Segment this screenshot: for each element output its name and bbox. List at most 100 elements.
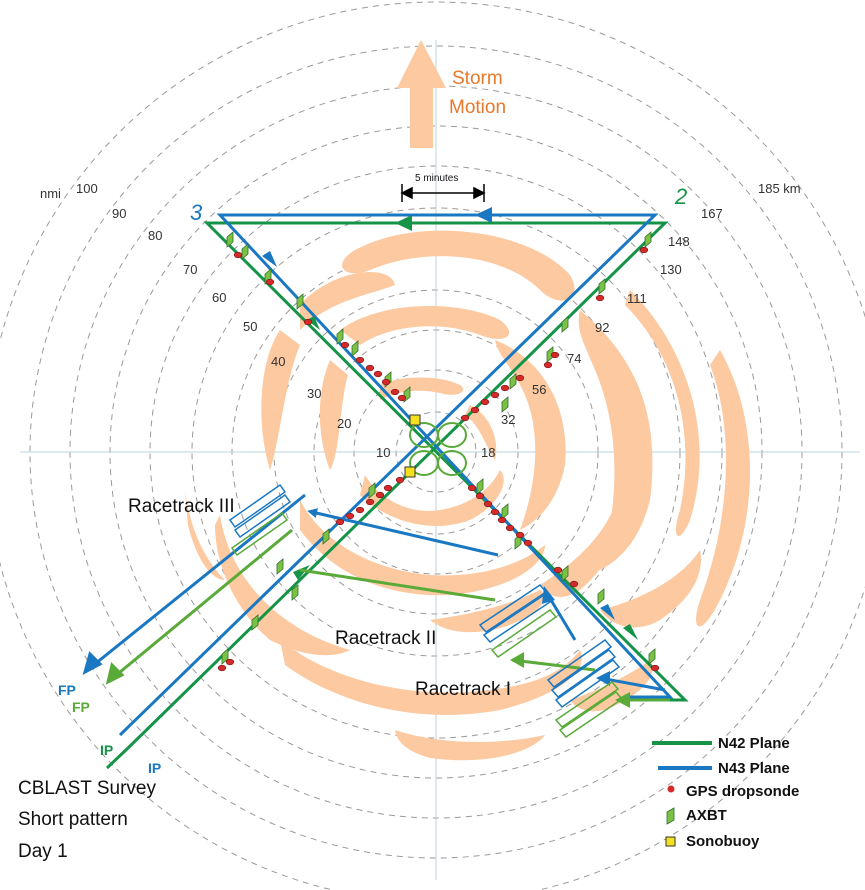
dropsonde-marker: [345, 512, 355, 520]
km-ring-111: 111: [627, 291, 647, 306]
axbt-marker: [561, 316, 569, 333]
caption-line-3: Day 1: [18, 841, 68, 862]
storm-motion-label-2: Motion: [449, 97, 506, 118]
legend-n43-label: N43 Plane: [718, 760, 790, 777]
dropsonde-marker: [497, 516, 507, 524]
legend-dropsonde-swatch: [667, 785, 675, 793]
axbt-marker: [276, 558, 284, 575]
caption-line-1: CBLAST Survey: [18, 778, 156, 799]
nmi-ring-80: 80: [148, 228, 162, 243]
axbt-marker: [296, 293, 304, 310]
racetrack-ovals: [228, 483, 624, 738]
nmi-ring-90: 90: [112, 206, 126, 221]
sonobuoy-marker: [409, 414, 421, 426]
waypoint-3: 3: [190, 200, 203, 225]
caption-line-2: Short pattern: [18, 809, 128, 830]
dropsonde-marker: [365, 498, 375, 506]
axbt-marker: [561, 565, 569, 582]
axbt-marker: [598, 278, 606, 295]
axbt-marker: [501, 503, 509, 520]
waypoint-2: 2: [674, 184, 687, 209]
legend: N42 Plane N43 Plane GPS dropsonde AXBT S…: [652, 735, 799, 850]
axbt-marker: [351, 340, 359, 357]
legend-sonobuoy-swatch: [665, 836, 676, 847]
dropsonde-marker: [639, 246, 649, 254]
km-ring-130: 130: [660, 262, 682, 277]
fp-n42-label: FP: [72, 699, 90, 715]
fp-n43-label: FP: [58, 682, 76, 698]
axbt-marker: [368, 482, 376, 499]
dropsonde-marker: [365, 364, 375, 372]
dropsonde-marker: [397, 394, 407, 402]
nmi-ring-70: 70: [183, 262, 197, 277]
dropsonde-marker: [569, 580, 579, 588]
legend-dropsonde-label: GPS dropsonde: [686, 783, 799, 800]
dropsonde-marker: [233, 251, 243, 259]
dropsonde-marker: [460, 414, 470, 422]
dropsonde-markers: [217, 246, 660, 672]
storm-motion-arrow: [397, 40, 446, 148]
axbt-marker: [546, 346, 554, 363]
nmi-ring-20: 20: [337, 416, 351, 431]
eye-loops: [409, 422, 467, 476]
racetrack-1-label: Racetrack I: [415, 679, 511, 700]
sonobuoy-markers: [404, 414, 421, 478]
scale-bar: [400, 184, 486, 202]
dropsonde-marker: [550, 351, 560, 359]
dropsonde-marker: [470, 406, 480, 414]
km-ring-32: 32: [501, 412, 515, 427]
dropsonde-marker: [543, 361, 553, 369]
storm-rainbands: [185, 230, 750, 761]
axbt-marker: [241, 243, 249, 260]
dropsonde-marker: [483, 500, 493, 508]
nmi-ring-10: 10: [376, 445, 390, 460]
axbt-marker: [322, 528, 330, 545]
dropsonde-marker: [515, 374, 525, 382]
dropsonde-marker: [500, 384, 510, 392]
dropsonde-marker: [225, 658, 235, 666]
storm-motion-label-1: Storm: [452, 68, 503, 89]
axbt-marker: [476, 478, 484, 495]
axbt-marker: [644, 231, 652, 248]
nmi-ring-50: 50: [243, 319, 257, 334]
dropsonde-marker: [355, 506, 365, 514]
dropsonde-marker: [375, 491, 385, 499]
axbt-markers: [221, 231, 656, 665]
axbt-marker: [501, 396, 509, 413]
axbt-marker: [226, 231, 234, 248]
dropsonde-marker: [467, 484, 477, 492]
dropsonde-marker: [650, 664, 660, 672]
dropsonde-marker: [265, 278, 275, 286]
axbt-marker: [336, 328, 344, 345]
dropsonde-marker: [217, 664, 227, 672]
km-ring-92: 92: [595, 320, 609, 335]
racetrack-3-label: Racetrack III: [128, 496, 235, 517]
dropsonde-marker: [523, 539, 533, 547]
legend-sonobuoy-label: Sonobuoy: [686, 833, 760, 850]
axbt-marker: [291, 584, 299, 601]
nmi-ring-60: 60: [212, 290, 226, 305]
dropsonde-marker: [505, 524, 515, 532]
nmi-ring-40: 40: [271, 354, 285, 369]
legend-axbt-label: AXBT: [686, 807, 727, 824]
km-ring-185: 185 km: [758, 181, 801, 196]
dropsonde-marker: [381, 378, 391, 386]
nmi-ring-30: 30: [307, 386, 321, 401]
axbt-marker: [648, 648, 656, 665]
direction-arrows: [262, 207, 638, 640]
dropsonde-marker: [490, 508, 500, 516]
ip-n43-label: IP: [148, 760, 161, 776]
dropsonde-marker: [390, 388, 400, 396]
scale-bar-label: 5 minutes: [415, 173, 458, 184]
nmi-ring-100: 100: [76, 181, 98, 196]
dropsonde-marker: [340, 341, 350, 349]
racetrack-2-label: Racetrack II: [335, 628, 436, 649]
nmi-unit-label: nmi: [40, 186, 61, 201]
dropsonde-marker: [383, 484, 393, 492]
km-ring-74: 74: [567, 351, 581, 366]
dropsonde-marker: [395, 476, 405, 484]
ip-n42-label: IP: [100, 742, 113, 758]
dropsonde-marker: [490, 391, 500, 399]
sonobuoy-marker: [404, 466, 416, 478]
